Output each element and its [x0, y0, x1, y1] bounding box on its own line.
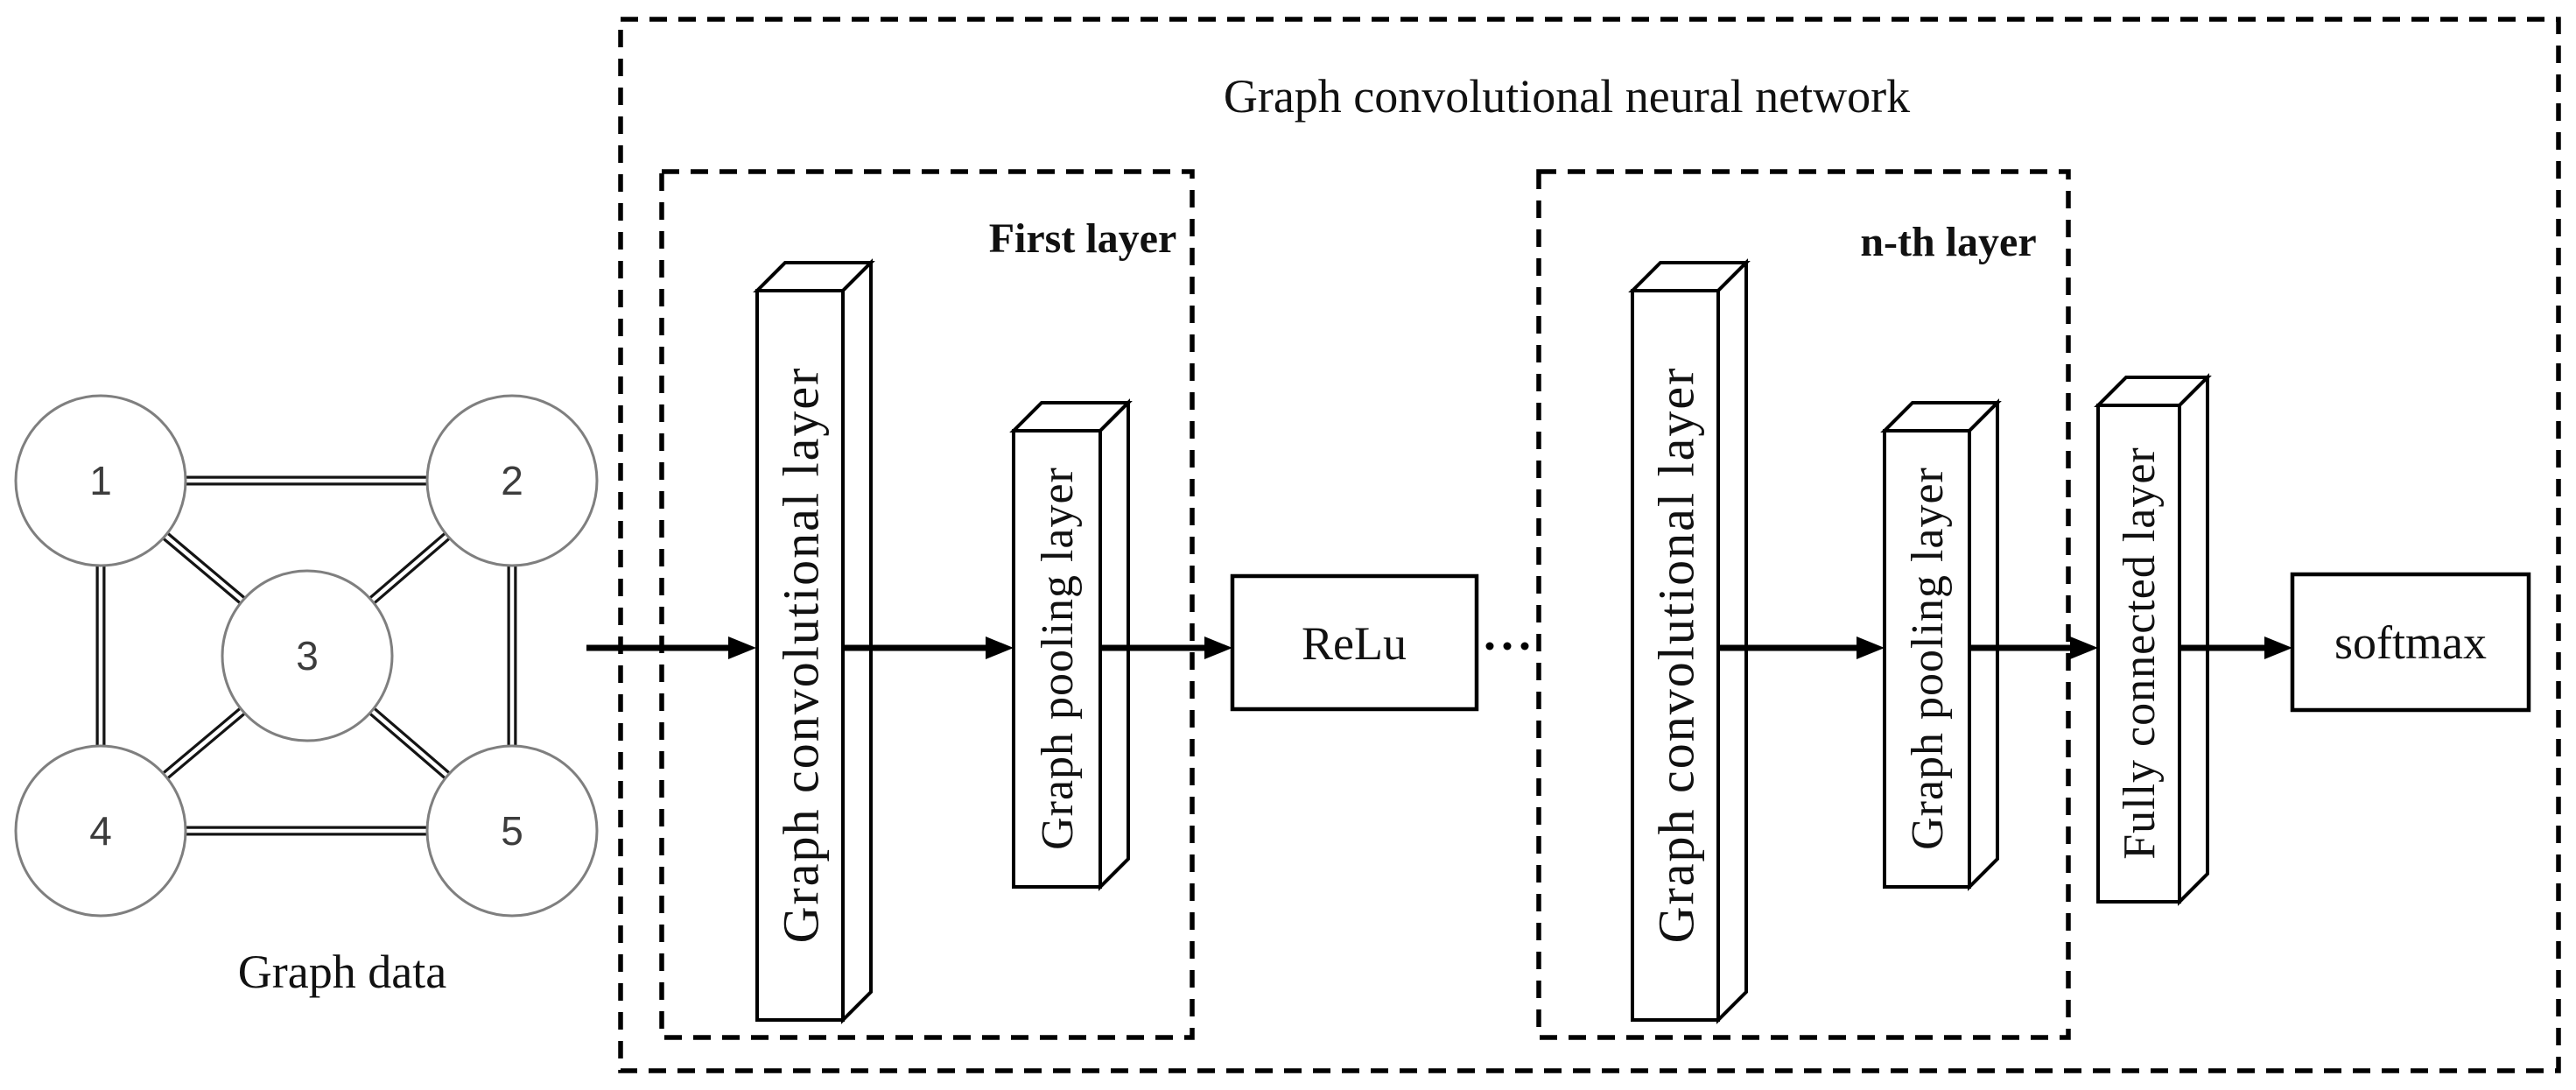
- graph-node-1-label: 1: [89, 458, 112, 503]
- graph-node-5: 5: [425, 744, 599, 918]
- first-conv-layer-bar: Graph convolutional layer: [753, 258, 875, 1024]
- nth-conv-layer-label: Graph convolutional layer: [1647, 367, 1704, 944]
- fully-connected-layer-bar: Fully connected layer: [2094, 373, 2212, 906]
- graph-node-3: 3: [221, 569, 394, 742]
- graph-node-2: 2: [425, 394, 599, 567]
- graph-edges: [95, 475, 517, 836]
- first-pooling-layer-bar: Graph pooling layer: [1009, 398, 1133, 891]
- nth-pooling-layer-bar: Graph pooling layer: [1880, 398, 2002, 891]
- first-conv-layer-label: Graph convolutional layer: [772, 367, 829, 944]
- softmax-box: softmax: [2290, 572, 2531, 713]
- arrow-convn-to-pooln: [1718, 636, 1885, 659]
- network-outer-dashed-box: [618, 17, 2561, 1073]
- first-layer-dashed-box: [659, 169, 1195, 1040]
- graph-data-cluster: 1 2 3 4 5 Graph data: [14, 394, 599, 998]
- graph-node-1: 1: [14, 394, 187, 567]
- softmax-label: softmax: [2334, 616, 2487, 669]
- arrow-pooln-to-fc: [1969, 636, 2098, 659]
- ellipsis-dots: [1485, 642, 1529, 650]
- network-section: Graph convolutional neural network First…: [586, 17, 2561, 1073]
- graph-node-3-label: 3: [296, 633, 319, 679]
- nth-layer-group: n-th layer Graph convolutional layer Gra…: [1536, 169, 2071, 1040]
- edge-1-3: [162, 531, 246, 605]
- first-layer-caption: First layer: [989, 215, 1177, 262]
- arrow-input-to-conv1: [586, 636, 756, 659]
- nth-layer-caption: n-th layer: [1860, 219, 2036, 265]
- first-layer-group: First layer Graph convolutional layer Gr…: [659, 169, 1195, 1040]
- first-pooling-layer-label: Graph pooling layer: [1033, 467, 1083, 850]
- graph-node-2-label: 2: [501, 458, 523, 503]
- edge-3-4: [162, 707, 246, 780]
- network-title: Graph convolutional neural network: [1224, 70, 1910, 123]
- flow-arrows: [586, 636, 2292, 659]
- nth-conv-layer-bar: Graph convolutional layer: [1628, 258, 1751, 1024]
- graph-node-4: 4: [14, 744, 187, 918]
- nth-pooling-layer-label: Graph pooling layer: [1903, 467, 1953, 850]
- arrow-fc-to-softmax: [2179, 636, 2292, 659]
- edge-3-5: [369, 707, 451, 780]
- edge-2-3: [369, 531, 451, 605]
- relu-box: ReLu: [1230, 573, 1479, 712]
- relu-label: ReLu: [1302, 617, 1407, 670]
- arrow-pool1-to-relu: [1100, 636, 1232, 659]
- graph-data-caption: Graph data: [238, 946, 446, 998]
- fully-connected-layer-label: Fully connected layer: [2115, 447, 2165, 860]
- graph-node-4-label: 4: [89, 808, 112, 854]
- nth-layer-dashed-box: [1536, 169, 2071, 1040]
- graph-node-5-label: 5: [501, 808, 523, 854]
- arrow-conv1-to-pool1: [843, 636, 1014, 659]
